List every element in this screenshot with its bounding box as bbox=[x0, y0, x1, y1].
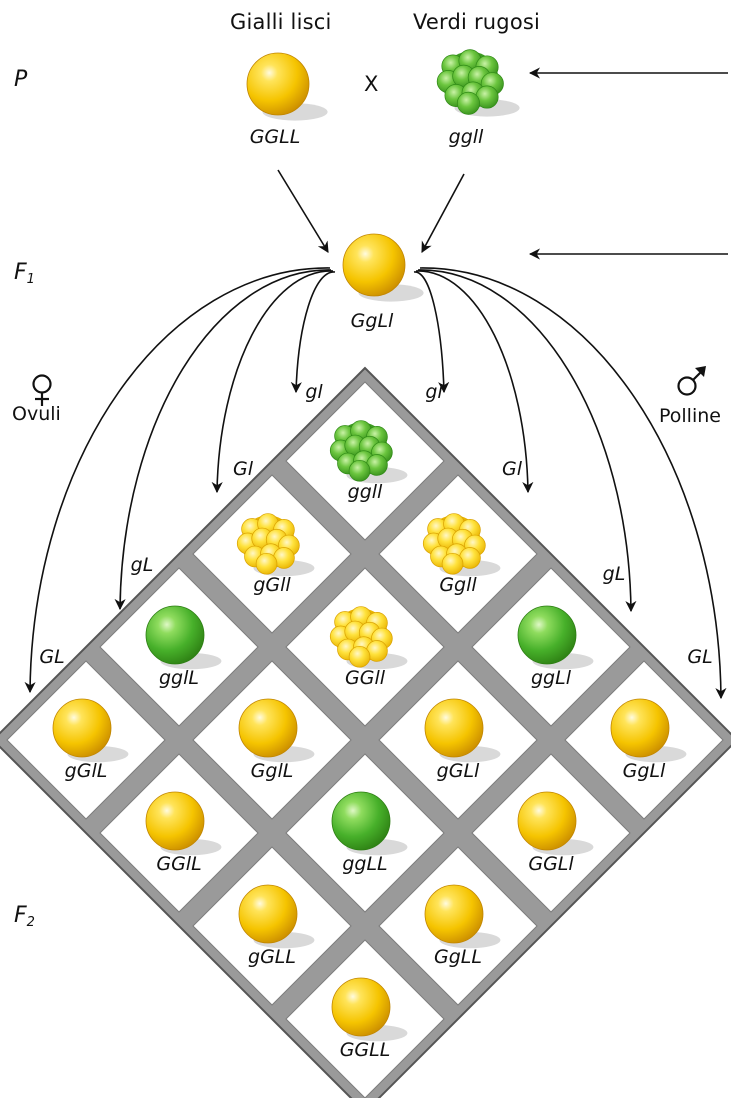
cross-symbol: X bbox=[364, 72, 379, 96]
pea-yellow-smooth bbox=[238, 698, 315, 763]
pea-yellow-smooth bbox=[145, 791, 222, 856]
arrow-parent-right-to-f1 bbox=[421, 173, 465, 253]
arrow-f1-to-pollen-4 bbox=[419, 267, 727, 700]
pea-green-smooth bbox=[145, 605, 222, 670]
arrow-f1-to-pollen-2 bbox=[415, 270, 534, 494]
punnett-cell-genotype: GGLl bbox=[528, 853, 574, 875]
generation-f2-label: F2 bbox=[14, 903, 35, 930]
punnett-cell-genotype: GGLL bbox=[339, 1039, 391, 1061]
pea-yellow-smooth bbox=[424, 884, 501, 949]
arrow-f1-to-ovule-2 bbox=[211, 270, 334, 494]
male-label: Polline bbox=[659, 405, 721, 427]
punnett-cell-genotype: ggLl bbox=[531, 667, 571, 689]
gamete-female-3: gL bbox=[130, 554, 154, 576]
f1-genotype: GgLl bbox=[350, 310, 394, 332]
punnett-cell-genotype: ggll bbox=[347, 481, 383, 503]
pea-parent-left bbox=[246, 52, 328, 121]
pea-yellow-wrinkled bbox=[236, 513, 315, 577]
arrow-parent-left-to-f1 bbox=[277, 169, 329, 253]
punnett-cell-genotype: GGlL bbox=[156, 853, 202, 875]
gamete-male-4: GL bbox=[687, 646, 713, 668]
punnett-cell-genotype: ggLL bbox=[342, 853, 388, 875]
pea-yellow-smooth bbox=[52, 698, 129, 763]
gamete-female-1: gl bbox=[305, 381, 323, 403]
pea-f1 bbox=[342, 233, 424, 302]
pea-yellow-smooth bbox=[517, 791, 594, 856]
pea-yellow-wrinkled bbox=[329, 606, 408, 670]
punnett-grid-frame bbox=[0, 366, 731, 1098]
gamete-male-1: gl bbox=[425, 381, 443, 403]
generation-f2-subscript: 2 bbox=[26, 915, 35, 930]
arrow-f1-to-ovule-4 bbox=[24, 267, 331, 694]
punnett-cell-genotype: gGLL bbox=[248, 946, 296, 968]
punnett-cell-genotype: gGll bbox=[253, 574, 291, 596]
gamete-male-3: gL bbox=[602, 563, 626, 585]
parent-left-genotype: GGLL bbox=[249, 126, 301, 148]
parent-right-title: Verdi rugosi bbox=[413, 10, 541, 34]
generation-p-label: P bbox=[14, 67, 28, 92]
arrow-f1-to-ovule-1 bbox=[290, 271, 336, 394]
parent-left-title: Gialli lisci bbox=[230, 10, 332, 34]
punnett-cell-genotype: gGLl bbox=[436, 760, 480, 782]
female-label: Ovuli bbox=[12, 403, 61, 425]
gamete-female-4: GL bbox=[39, 646, 65, 668]
gamete-male-2: Gl bbox=[501, 458, 523, 480]
punnett-cell-genotype: GGll bbox=[344, 667, 386, 689]
gamete-female-2: Gl bbox=[232, 458, 254, 480]
male-symbol-icon bbox=[677, 366, 706, 396]
generation-f2-letter: F bbox=[14, 903, 27, 928]
punnett-cell-genotype: Ggll bbox=[439, 574, 477, 596]
female-symbol-icon bbox=[32, 374, 52, 406]
pea-green-wrinkled bbox=[329, 420, 408, 484]
punnett-cell-genotype: GglL bbox=[250, 760, 294, 782]
generation-f1-subscript: 1 bbox=[26, 272, 35, 287]
pea-green-smooth bbox=[331, 791, 408, 856]
pea-yellow-wrinkled bbox=[422, 513, 501, 577]
generation-f1-label: F1 bbox=[14, 260, 35, 287]
punnett-cell-genotype: GgLL bbox=[434, 946, 482, 968]
pea-parent-right bbox=[436, 49, 520, 117]
arrow-f1-to-pollen-3 bbox=[417, 269, 637, 613]
arrow-f1-to-ovule-3 bbox=[114, 269, 332, 611]
pea-yellow-smooth bbox=[331, 977, 408, 1042]
pea-yellow-smooth bbox=[610, 698, 687, 763]
generation-f1-letter: F bbox=[14, 260, 27, 285]
punnett-cell-genotype: gglL bbox=[159, 667, 199, 689]
punnett-cell-genotype: GgLl bbox=[622, 760, 666, 782]
punnett-cell-genotype: gGlL bbox=[64, 760, 108, 782]
pea-yellow-smooth bbox=[424, 698, 501, 763]
arrow-f1-to-pollen-1 bbox=[413, 271, 450, 394]
parent-right-genotype: ggll bbox=[448, 126, 484, 148]
pea-yellow-smooth bbox=[238, 884, 315, 949]
pea-green-smooth bbox=[517, 605, 594, 670]
